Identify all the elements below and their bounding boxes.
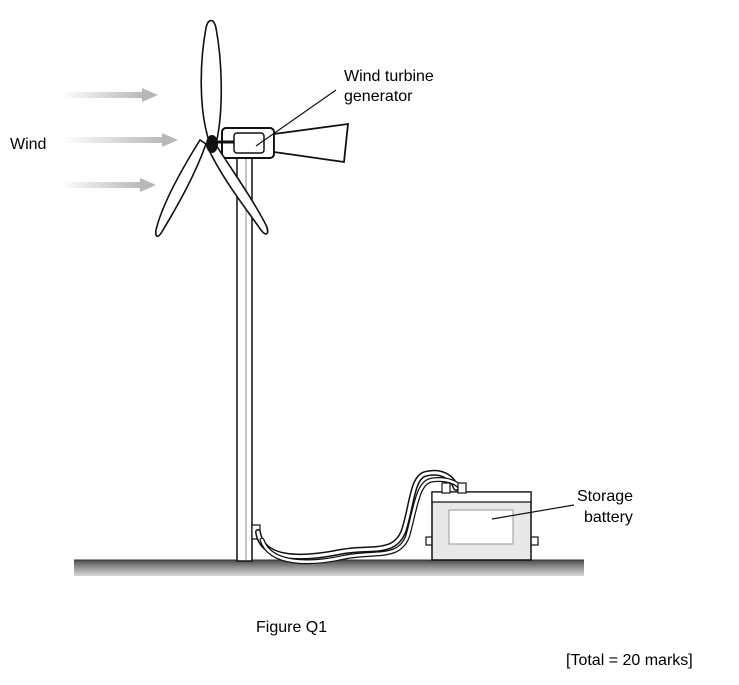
tail-vane [273,122,350,164]
wind-arrows [60,88,178,192]
ground [74,560,584,576]
figure-caption: Figure Q1 [256,619,328,636]
battery-leader-line [491,504,575,520]
rotor-blades [155,19,269,238]
rotor-hub [206,135,218,153]
battery-label-line2: battery [584,509,633,526]
storage-battery [425,482,539,561]
total-marks: [Total = 20 marks] [566,652,693,669]
wind-arrow [60,178,156,192]
blade-lower-left [155,138,207,238]
nacelle [214,127,275,159]
generator-label-line1: Wind turbine [344,68,434,85]
wind-arrow [62,88,158,102]
battery-label-line1: Storage [577,488,634,505]
blade-top [200,19,223,145]
blade-lower-right [207,140,269,235]
generator-leader-line [255,89,337,147]
wind-arrow [62,133,178,147]
generator-label-line2: generator [344,88,413,105]
wind-label: Wind [10,136,47,153]
